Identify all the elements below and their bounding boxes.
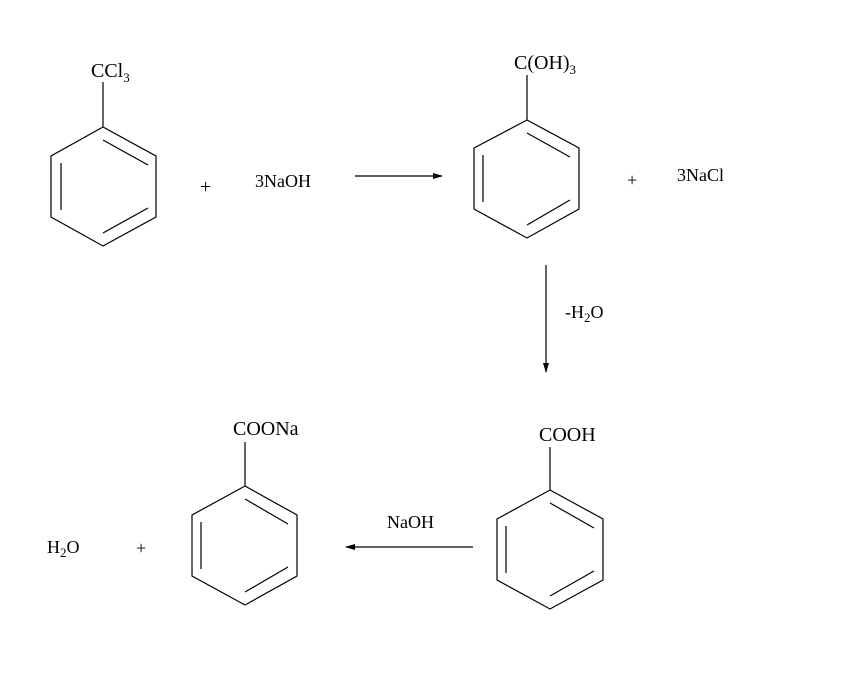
benzene-ring-trihydroxy xyxy=(473,75,580,239)
reagent-3naoh: 3NaOH xyxy=(255,171,311,191)
plus-sign: + xyxy=(136,538,146,558)
plus-sign: + xyxy=(627,170,637,190)
label-c-oh-3: C(OH)3 xyxy=(514,52,576,77)
product-water: H2O xyxy=(47,537,80,560)
product-3nacl: 3NaCl xyxy=(677,165,724,185)
plus-sign: + xyxy=(200,176,211,198)
label-cooh: COOH xyxy=(539,424,596,446)
reagent-naoh: NaOH xyxy=(387,512,434,532)
benzene-ring-benzoic-acid xyxy=(496,447,604,610)
label-ccl3: CCl3 xyxy=(91,60,130,85)
benzene-ring-benzotrichloride xyxy=(50,82,157,247)
label-coona: COONa xyxy=(233,418,299,440)
benzene-ring-sodium-benzoate xyxy=(191,442,298,606)
label-minus-water: -H2O xyxy=(565,302,604,325)
